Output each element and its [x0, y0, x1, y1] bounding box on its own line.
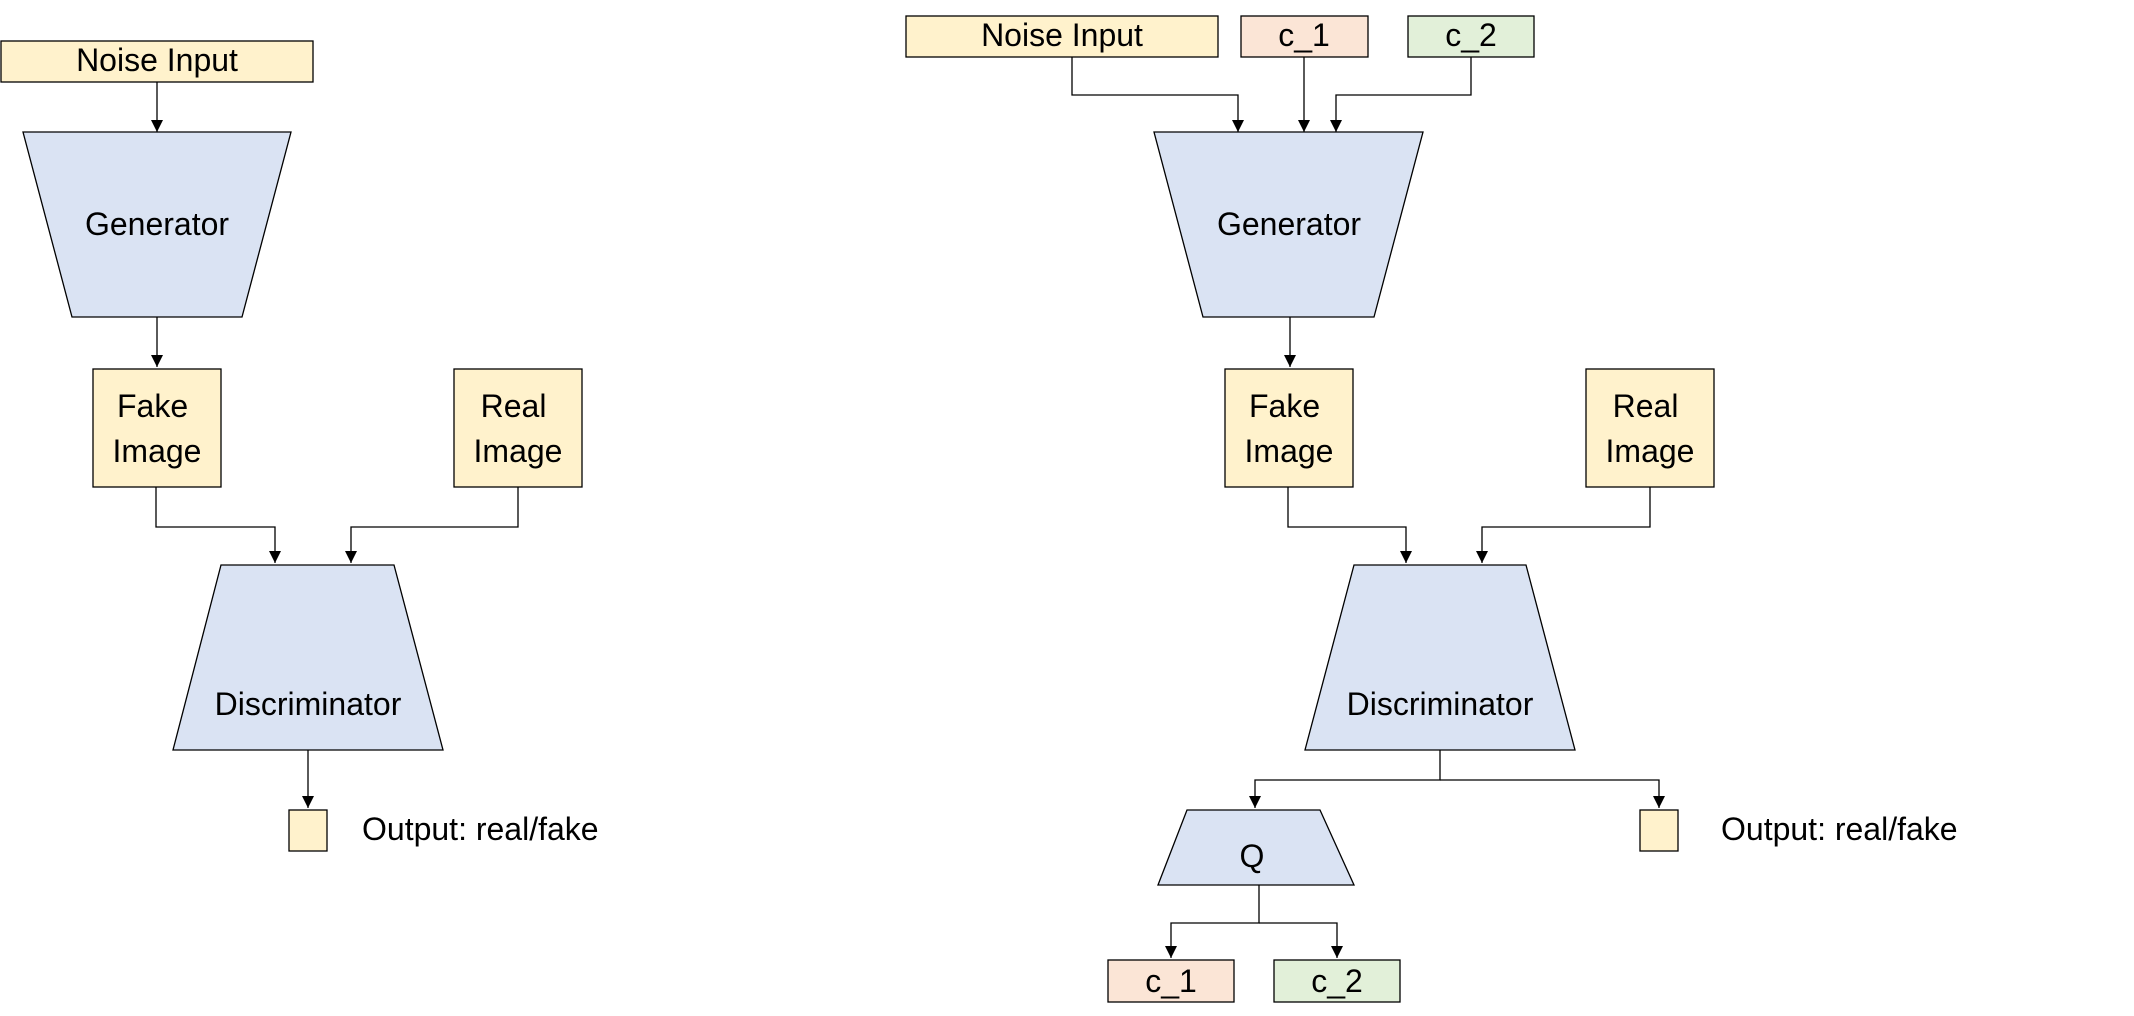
- noise-input-box: [0, 40, 314, 83]
- edge-q-to-c2: [1259, 922, 1343, 958]
- fake-image-label-line-2: Image: [1245, 433, 1334, 469]
- gan-fake-image: Fake Image: [92, 368, 222, 488]
- gan-edges: [151, 82, 519, 808]
- q-network-trapezoid: [1157, 809, 1356, 886]
- code-1-box: [1240, 15, 1369, 58]
- real-image-label-line-1: Real: [1613, 388, 1679, 424]
- infogan-q-output-2: c_2: [1273, 959, 1401, 1003]
- infogan-code-1: c_1: [1240, 15, 1369, 58]
- gan-generator: Generator: [22, 131, 292, 318]
- edge-real-image-to-discriminator: [1476, 487, 1651, 563]
- fake-image-box: [1224, 368, 1354, 488]
- real-image-label-line-1: Real: [481, 388, 547, 424]
- gan-output: Output: real/fake: [288, 809, 599, 852]
- noise-input-label: Noise Input: [981, 17, 1143, 53]
- code-1-label: c_1: [1278, 17, 1330, 53]
- fake-image-label-line-2: Image: [113, 433, 202, 469]
- generator-label: Generator: [1217, 206, 1361, 242]
- code-2-label: c_2: [1445, 17, 1497, 53]
- edge-noise-to-generator: [1071, 57, 1244, 132]
- real-image-box: [453, 368, 583, 488]
- infogan-q-output-1: c_1: [1107, 959, 1235, 1003]
- q-output-1-label: c_1: [1145, 963, 1197, 999]
- gan-real-image: Real Image: [453, 368, 583, 488]
- fake-image-label-line-1: Fake: [117, 388, 188, 424]
- fake-image-label: Fake Image: [1245, 388, 1334, 469]
- discriminator-trapezoid: [172, 564, 444, 751]
- fake-image-label: Fake Image: [113, 388, 202, 469]
- output-box: [1639, 809, 1679, 852]
- output-box: [288, 809, 328, 852]
- generator-trapezoid: [22, 131, 292, 318]
- edge-c2-to-generator: [1330, 57, 1472, 132]
- infogan-noise-input: Noise Input: [905, 15, 1219, 58]
- gan-noise-input: Noise Input: [0, 40, 314, 83]
- code-2-box: [1407, 15, 1535, 58]
- edge-q-to-c1: [1165, 885, 1260, 958]
- q-output-2-box: [1273, 959, 1401, 1003]
- fake-image-label-line-1: Fake: [1249, 388, 1320, 424]
- infogan-edges: [1071, 57, 1665, 958]
- fake-image-box: [92, 368, 222, 488]
- real-image-label-line-2: Image: [1606, 433, 1695, 469]
- edge-discriminator-to-q: [1249, 750, 1441, 808]
- edge-discriminator-to-output: [1440, 779, 1665, 808]
- noise-input-label: Noise Input: [76, 42, 238, 78]
- infogan-discriminator: Discriminator: [1304, 564, 1576, 751]
- real-image-box: [1585, 368, 1715, 488]
- infogan-code-2: c_2: [1407, 15, 1535, 58]
- q-network-label: Q: [1240, 838, 1265, 874]
- infogan-output: Output: real/fake: [1639, 809, 1958, 852]
- output-label: Output: real/fake: [1721, 811, 1958, 847]
- infogan-generator: Generator: [1153, 131, 1424, 318]
- real-image-label-line-2: Image: [474, 433, 563, 469]
- q-output-2-label: c_2: [1311, 963, 1363, 999]
- edge-fake-image-to-discriminator: [1287, 487, 1412, 563]
- gan-discriminator: Discriminator: [172, 564, 444, 751]
- output-label: Output: real/fake: [362, 811, 599, 847]
- discriminator-label: Discriminator: [215, 686, 402, 722]
- generator-label: Generator: [85, 206, 229, 242]
- edge-fake-image-to-discriminator: [155, 487, 281, 563]
- noise-input-box: [905, 15, 1219, 58]
- generator-trapezoid: [1153, 131, 1424, 318]
- q-output-1-box: [1107, 959, 1235, 1003]
- gan-diagram: Noise Input Generator Fake Image Real Im…: [0, 40, 599, 852]
- infogan-real-image: Real Image: [1585, 368, 1715, 488]
- real-image-label: Real Image: [1606, 388, 1695, 469]
- infogan-q-network: Q: [1157, 809, 1356, 886]
- edge-real-image-to-discriminator: [345, 487, 519, 563]
- discriminator-trapezoid: [1304, 564, 1576, 751]
- infogan-fake-image: Fake Image: [1224, 368, 1354, 488]
- infogan-diagram: Noise Input c_1 c_2 Generator Fake Image…: [905, 15, 1958, 1003]
- real-image-label: Real Image: [474, 388, 563, 469]
- discriminator-label: Discriminator: [1347, 686, 1534, 722]
